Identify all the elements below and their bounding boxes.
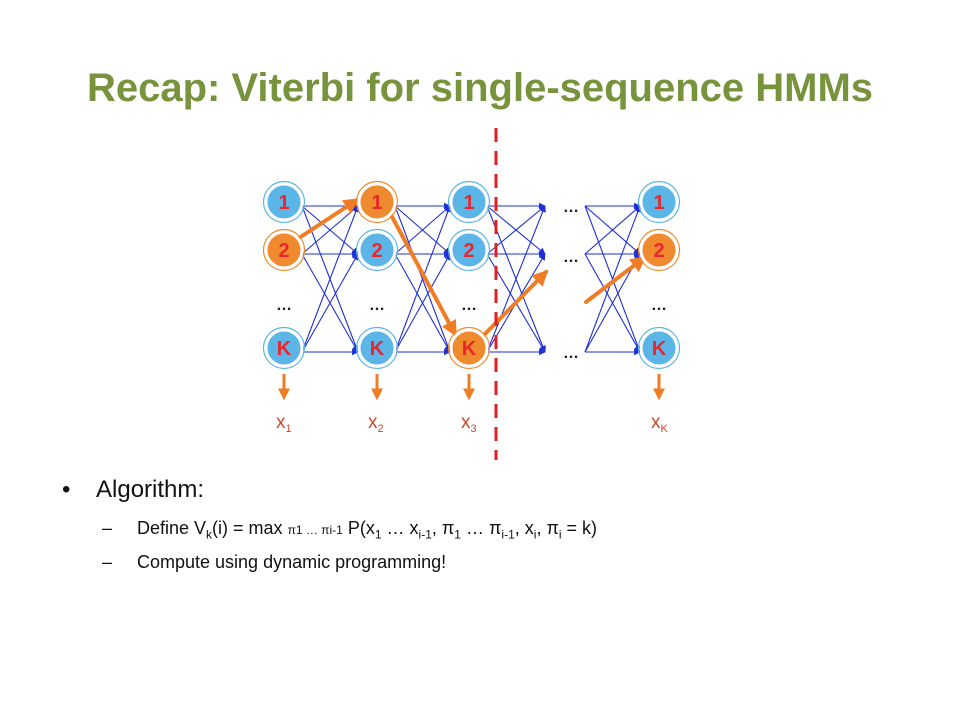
transition-edge	[584, 205, 641, 353]
define-formula: Define Vk(i) = max π1 … πi-1 P(x1 … xi-1…	[137, 518, 598, 542]
svg-text:2: 2	[463, 240, 474, 262]
state-node-2: 2	[355, 228, 399, 272]
observation-xK: xK	[651, 412, 669, 435]
transition-edge	[394, 205, 451, 353]
ellipsis-label: …	[276, 297, 292, 314]
svg-text:1: 1	[653, 192, 664, 214]
transition-edge	[301, 205, 359, 353]
transition-edge	[394, 253, 451, 353]
bullet-text: Algorithm:	[96, 476, 205, 503]
viterbi-path-segment	[584, 256, 647, 304]
svg-text:2: 2	[371, 240, 382, 262]
bullet-mark: •	[62, 476, 71, 503]
slide-title: Recap: Viterbi for single-sequence HMMs	[86, 66, 874, 110]
observation-x2: x2	[368, 412, 384, 435]
bullet-text: Compute using dynamic programming!	[137, 551, 447, 572]
state-nodes: 1 2 … K 1 2 … K 1 2 … K … … … 1 2 … K	[262, 180, 681, 370]
viterbi-path-segment	[297, 198, 360, 240]
svg-text:K: K	[277, 338, 292, 360]
svg-text:K: K	[652, 338, 667, 360]
transition-edge	[584, 205, 641, 255]
ellipsis-label: …	[563, 345, 579, 362]
state-node-K: K	[637, 326, 681, 370]
transition-edge	[301, 205, 359, 255]
observation-x1: x1	[276, 412, 292, 435]
ellipsis-label: …	[369, 297, 385, 314]
transition-edge	[394, 205, 451, 255]
state-node-2: 2	[447, 228, 491, 272]
state-node-2: 2	[262, 228, 306, 272]
state-node-1: 1	[262, 180, 306, 224]
bullet-compute: – Compute using dynamic programming!	[62, 552, 942, 573]
state-node-1: 1	[637, 180, 681, 224]
state-node-K: K	[262, 326, 306, 370]
svg-text:1: 1	[463, 192, 474, 214]
observation-x3: x3	[461, 412, 477, 435]
svg-text:2: 2	[653, 240, 664, 262]
svg-text:2: 2	[278, 240, 289, 262]
transition-edge	[486, 205, 546, 353]
emission-arrows	[278, 374, 665, 401]
dash-mark: –	[102, 518, 113, 538]
dash-mark: –	[102, 551, 113, 572]
ellipsis-label: …	[563, 199, 579, 216]
ellipsis-label: …	[651, 297, 667, 314]
bullet-define: – Define Vk(i) = max π1 … πi-1 P(x1 … xi…	[62, 518, 942, 542]
svg-text:1: 1	[371, 192, 382, 214]
transition-edge	[301, 253, 359, 353]
viterbi-path-segment	[388, 211, 457, 337]
ellipsis-label: …	[563, 249, 579, 266]
svg-text:1: 1	[278, 192, 289, 214]
bullet-algorithm: • Algorithm:	[62, 476, 942, 504]
state-node-1: 1	[447, 180, 491, 224]
viterbi-path-segment	[479, 269, 549, 340]
state-node-K: K	[447, 326, 491, 370]
state-node-K: K	[355, 326, 399, 370]
state-node-1: 1	[355, 180, 399, 224]
viterbi-path	[297, 198, 647, 340]
ellipsis-label: …	[461, 297, 477, 314]
state-node-2: 2	[637, 228, 681, 272]
bullet-list: • Algorithm: – Define Vk(i) = max π1 … π…	[62, 476, 942, 573]
svg-text:K: K	[370, 338, 385, 360]
svg-text:K: K	[462, 338, 477, 360]
